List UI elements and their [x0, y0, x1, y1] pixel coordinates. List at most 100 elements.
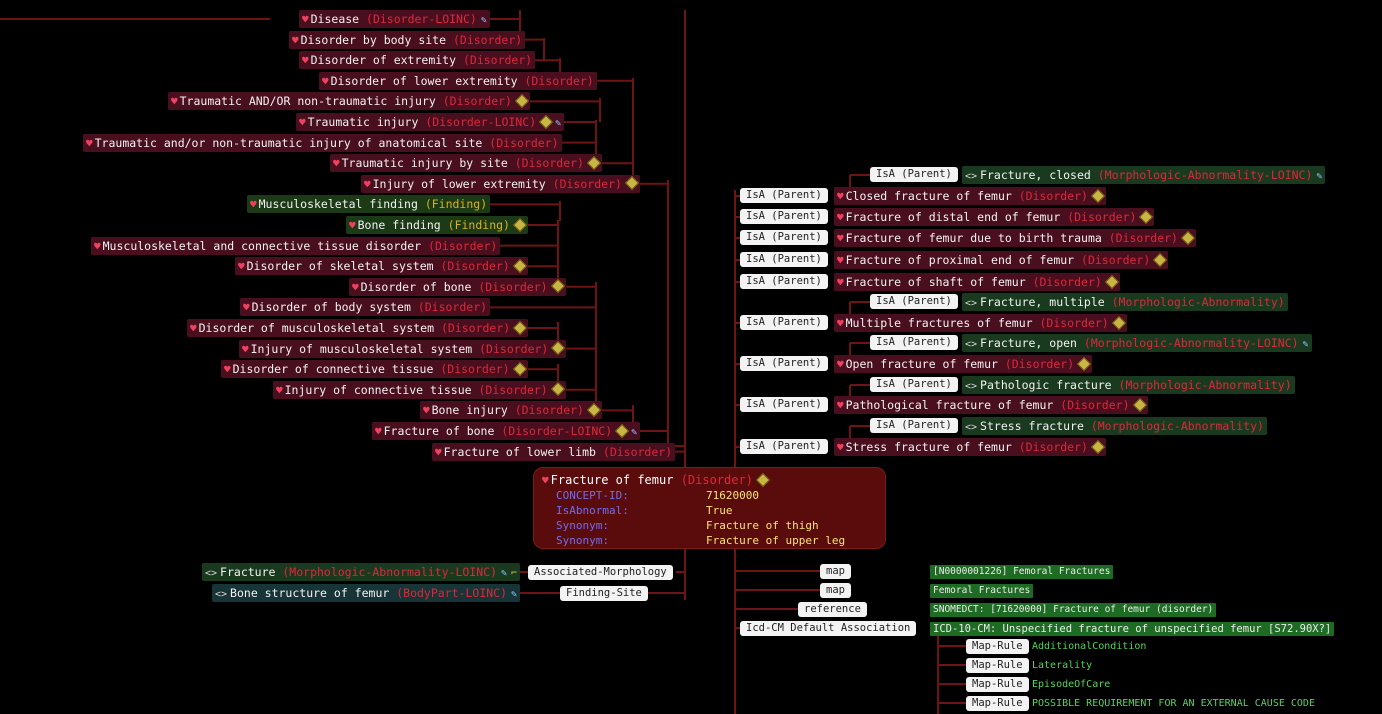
map-rule-value[interactable]: Laterality [1032, 660, 1093, 671]
diamond-icon [513, 320, 528, 335]
heart-icon: ♥ [364, 177, 371, 191]
pencil-icon[interactable]: ✎ [501, 568, 508, 579]
diamond-icon [512, 361, 527, 376]
ancestor-node[interactable]: ♥Bone finding (Finding) [346, 216, 528, 234]
concept-label: Open fracture of femur [845, 357, 998, 371]
ancestor-node[interactable]: ♥Disorder of connective tissue (Disorder… [221, 360, 528, 379]
ancestor-node[interactable]: ♥Traumatic injury (Disorder-LOINC)✎ [296, 113, 565, 131]
mapping-value[interactable]: [N0000001226] Femoral Fractures [930, 565, 1114, 579]
ancestor-node[interactable]: ♥Musculoskeletal and connective tissue d… [91, 236, 501, 255]
semantic-tag: (Disorder) [478, 382, 548, 397]
mapping-value[interactable]: ICD-10-CM: Unspecified fracture of unspe… [930, 622, 1335, 636]
concept-label: Disorder of musculoskeletal system [198, 321, 435, 335]
property-key: Synonym: [556, 519, 609, 532]
mapping-value[interactable]: SNOMEDCT: [71620000] Fracture of femur (… [930, 603, 1217, 617]
semantic-tag: (Disorder) [680, 473, 753, 487]
concept-label: Multiple fractures of femur [845, 316, 1033, 330]
ancestor-node[interactable]: ♥Injury of musculoskeletal system (Disor… [239, 339, 567, 358]
semantic-tag: (Disorder) [417, 300, 488, 315]
ancestor-node[interactable]: ♥Traumatic injury by site (Disorder) [330, 154, 602, 173]
mapping-value[interactable]: Femoral Fractures [930, 584, 1034, 598]
child-node[interactable]: ♥Fracture of femur due to birth trauma (… [834, 229, 1196, 247]
diamond-icon [1153, 252, 1168, 267]
property-value: 71620000 [706, 489, 759, 502]
semantic-tag: (Disorder) [1032, 316, 1109, 330]
relation-label: IsA (Parent) [870, 377, 958, 392]
map-rule-label: Map-Rule [966, 658, 1029, 673]
ancestor-node[interactable]: ♥Injury of lower extremity (Disorder) [361, 174, 640, 193]
tag-icon[interactable]: ⌐ [511, 568, 518, 579]
heart-icon: ♥ [250, 198, 257, 212]
parent-morphology-node[interactable]: <>Fracture, closed (Morphologic-Abnormal… [962, 166, 1326, 184]
ancestor-node[interactable]: ♥Bone injury (Disorder) [420, 401, 602, 420]
diamond-icon [539, 114, 554, 129]
parent-morphology-node[interactable]: <>Fracture, open (Morphologic-Abnormalit… [962, 334, 1312, 352]
pencil-icon[interactable]: ✎ [511, 589, 518, 600]
ancestor-node[interactable]: ♥Disease (Disorder-LOINC)✎ [299, 10, 490, 28]
pencil-icon[interactable]: ✎ [555, 118, 562, 129]
relation-label: Finding-Site [560, 586, 648, 601]
heart-icon: ♥ [837, 190, 844, 203]
relation-label: IsA (Parent) [740, 315, 828, 330]
concept-label: Traumatic injury [307, 115, 419, 129]
concept-label: Traumatic injury by site [341, 156, 508, 171]
relation-label: IsA (Parent) [870, 418, 958, 433]
semantic-tag: (Disorder) [1053, 398, 1130, 412]
semantic-tag: (Disorder) [1025, 275, 1102, 289]
ancestor-node[interactable]: ♥Disorder by body site (Disorder) [289, 30, 526, 49]
parent-morphology-node[interactable]: <>Stress fracture (Morphologic-Abnormali… [962, 417, 1267, 435]
pencil-icon[interactable]: ✎ [480, 15, 487, 26]
parent-morphology-node[interactable]: <>Pathologic fracture (Morphologic-Abnor… [962, 376, 1295, 394]
ancestor-node[interactable]: ♥Injury of connective tissue (Disorder) [273, 380, 566, 399]
ancestor-node[interactable]: ♥Disorder of extremity (Disorder) [299, 51, 536, 70]
relation-label: IsA (Parent) [870, 294, 958, 309]
pencil-icon[interactable]: ✎ [1302, 339, 1309, 350]
heart-icon: ♥ [837, 441, 844, 454]
semantic-tag: (Disorder) [1011, 189, 1088, 203]
child-node[interactable]: ♥Stress fracture of femur (Disorder) [834, 438, 1106, 456]
ancestor-node[interactable]: ♥Fracture of lower limb (Disorder) [432, 442, 676, 461]
child-node[interactable]: ♥Fracture of proximal end of femur (Diso… [834, 251, 1169, 269]
map-rule-value[interactable]: POSSIBLE REQUIREMENT FOR AN EXTERNAL CAU… [1032, 698, 1315, 709]
child-node[interactable]: ♥Multiple fractures of femur (Disorder) [834, 314, 1127, 332]
heart-icon: ♥ [837, 276, 844, 289]
concept-label: Disorder of bone [360, 279, 472, 294]
semantic-tag: (Disorder) [478, 279, 548, 294]
semantic-tag: (Disorder) [1101, 231, 1178, 245]
focus-concept-card[interactable]: ♥Fracture of femur (Disorder) CONCEPT-ID… [533, 467, 886, 549]
concept-label: Stress fracture of femur [845, 440, 1012, 454]
ancestor-node[interactable]: ♥Fracture of bone (Disorder-LOINC)✎ [372, 422, 641, 440]
heart-icon: ♥ [423, 404, 430, 418]
arrow-pair-icon: <> [215, 589, 228, 600]
ancestor-node[interactable]: ♥Traumatic AND/OR non-traumatic injury (… [168, 92, 530, 111]
relation-label: IsA (Parent) [870, 335, 958, 350]
child-node[interactable]: ♥Closed fracture of femur (Disorder) [834, 187, 1106, 205]
child-node[interactable]: ♥Pathological fracture of femur (Disorde… [834, 396, 1148, 414]
diamond-icon [1180, 230, 1196, 245]
child-node[interactable]: ♥Open fracture of femur (Disorder) [834, 355, 1093, 373]
ancestor-node[interactable]: ♥Musculoskeletal finding (Finding) [247, 195, 491, 214]
semantic-tag: (Disorder) [452, 32, 523, 47]
ancestor-node[interactable]: ♥Disorder of bone (Disorder) [349, 277, 566, 296]
map-rule-value[interactable]: EpisodeOfCare [1032, 679, 1111, 690]
child-node[interactable]: ♥Fracture of shaft of femur (Disorder) [834, 273, 1120, 291]
attribute-node[interactable]: <>Fracture (Morphologic-Abnormality-LOIN… [202, 563, 521, 581]
ancestor-node[interactable]: ♥Disorder of musculoskeletal system (Dis… [187, 319, 529, 337]
ancestor-node[interactable]: ♥Disorder of skeletal system (Disorder) [235, 257, 528, 276]
attribute-node[interactable]: <>Bone structure of femur (BodyPart-LOIN… [212, 584, 521, 602]
concept-label: Disorder of extremity [310, 53, 457, 68]
concept-label: Injury of connective tissue [284, 382, 472, 397]
heart-icon: ♥ [224, 363, 231, 377]
concept-property: CONCEPT-ID:71620000 [542, 488, 877, 503]
parent-morphology-node[interactable]: <>Fracture, multiple (Morphologic-Abnorm… [962, 293, 1288, 311]
pencil-icon[interactable]: ✎ [1316, 171, 1323, 182]
heart-icon: ♥ [302, 13, 309, 26]
ancestor-node[interactable]: ♥Traumatic and/or non-traumatic injury o… [83, 133, 562, 152]
heart-icon: ♥ [837, 399, 844, 412]
semantic-tag: (Morphologic-Abnormality-LOINC) [1076, 336, 1299, 350]
child-node[interactable]: ♥Fracture of distal end of femur (Disord… [834, 208, 1155, 226]
pencil-icon[interactable]: ✎ [631, 427, 638, 438]
ancestor-node[interactable]: ♥Disorder of body system (Disorder) [240, 298, 491, 317]
ancestor-node[interactable]: ♥Disorder of lower extremity (Disorder) [319, 71, 597, 90]
map-rule-value[interactable]: AdditionalCondition [1032, 641, 1147, 652]
